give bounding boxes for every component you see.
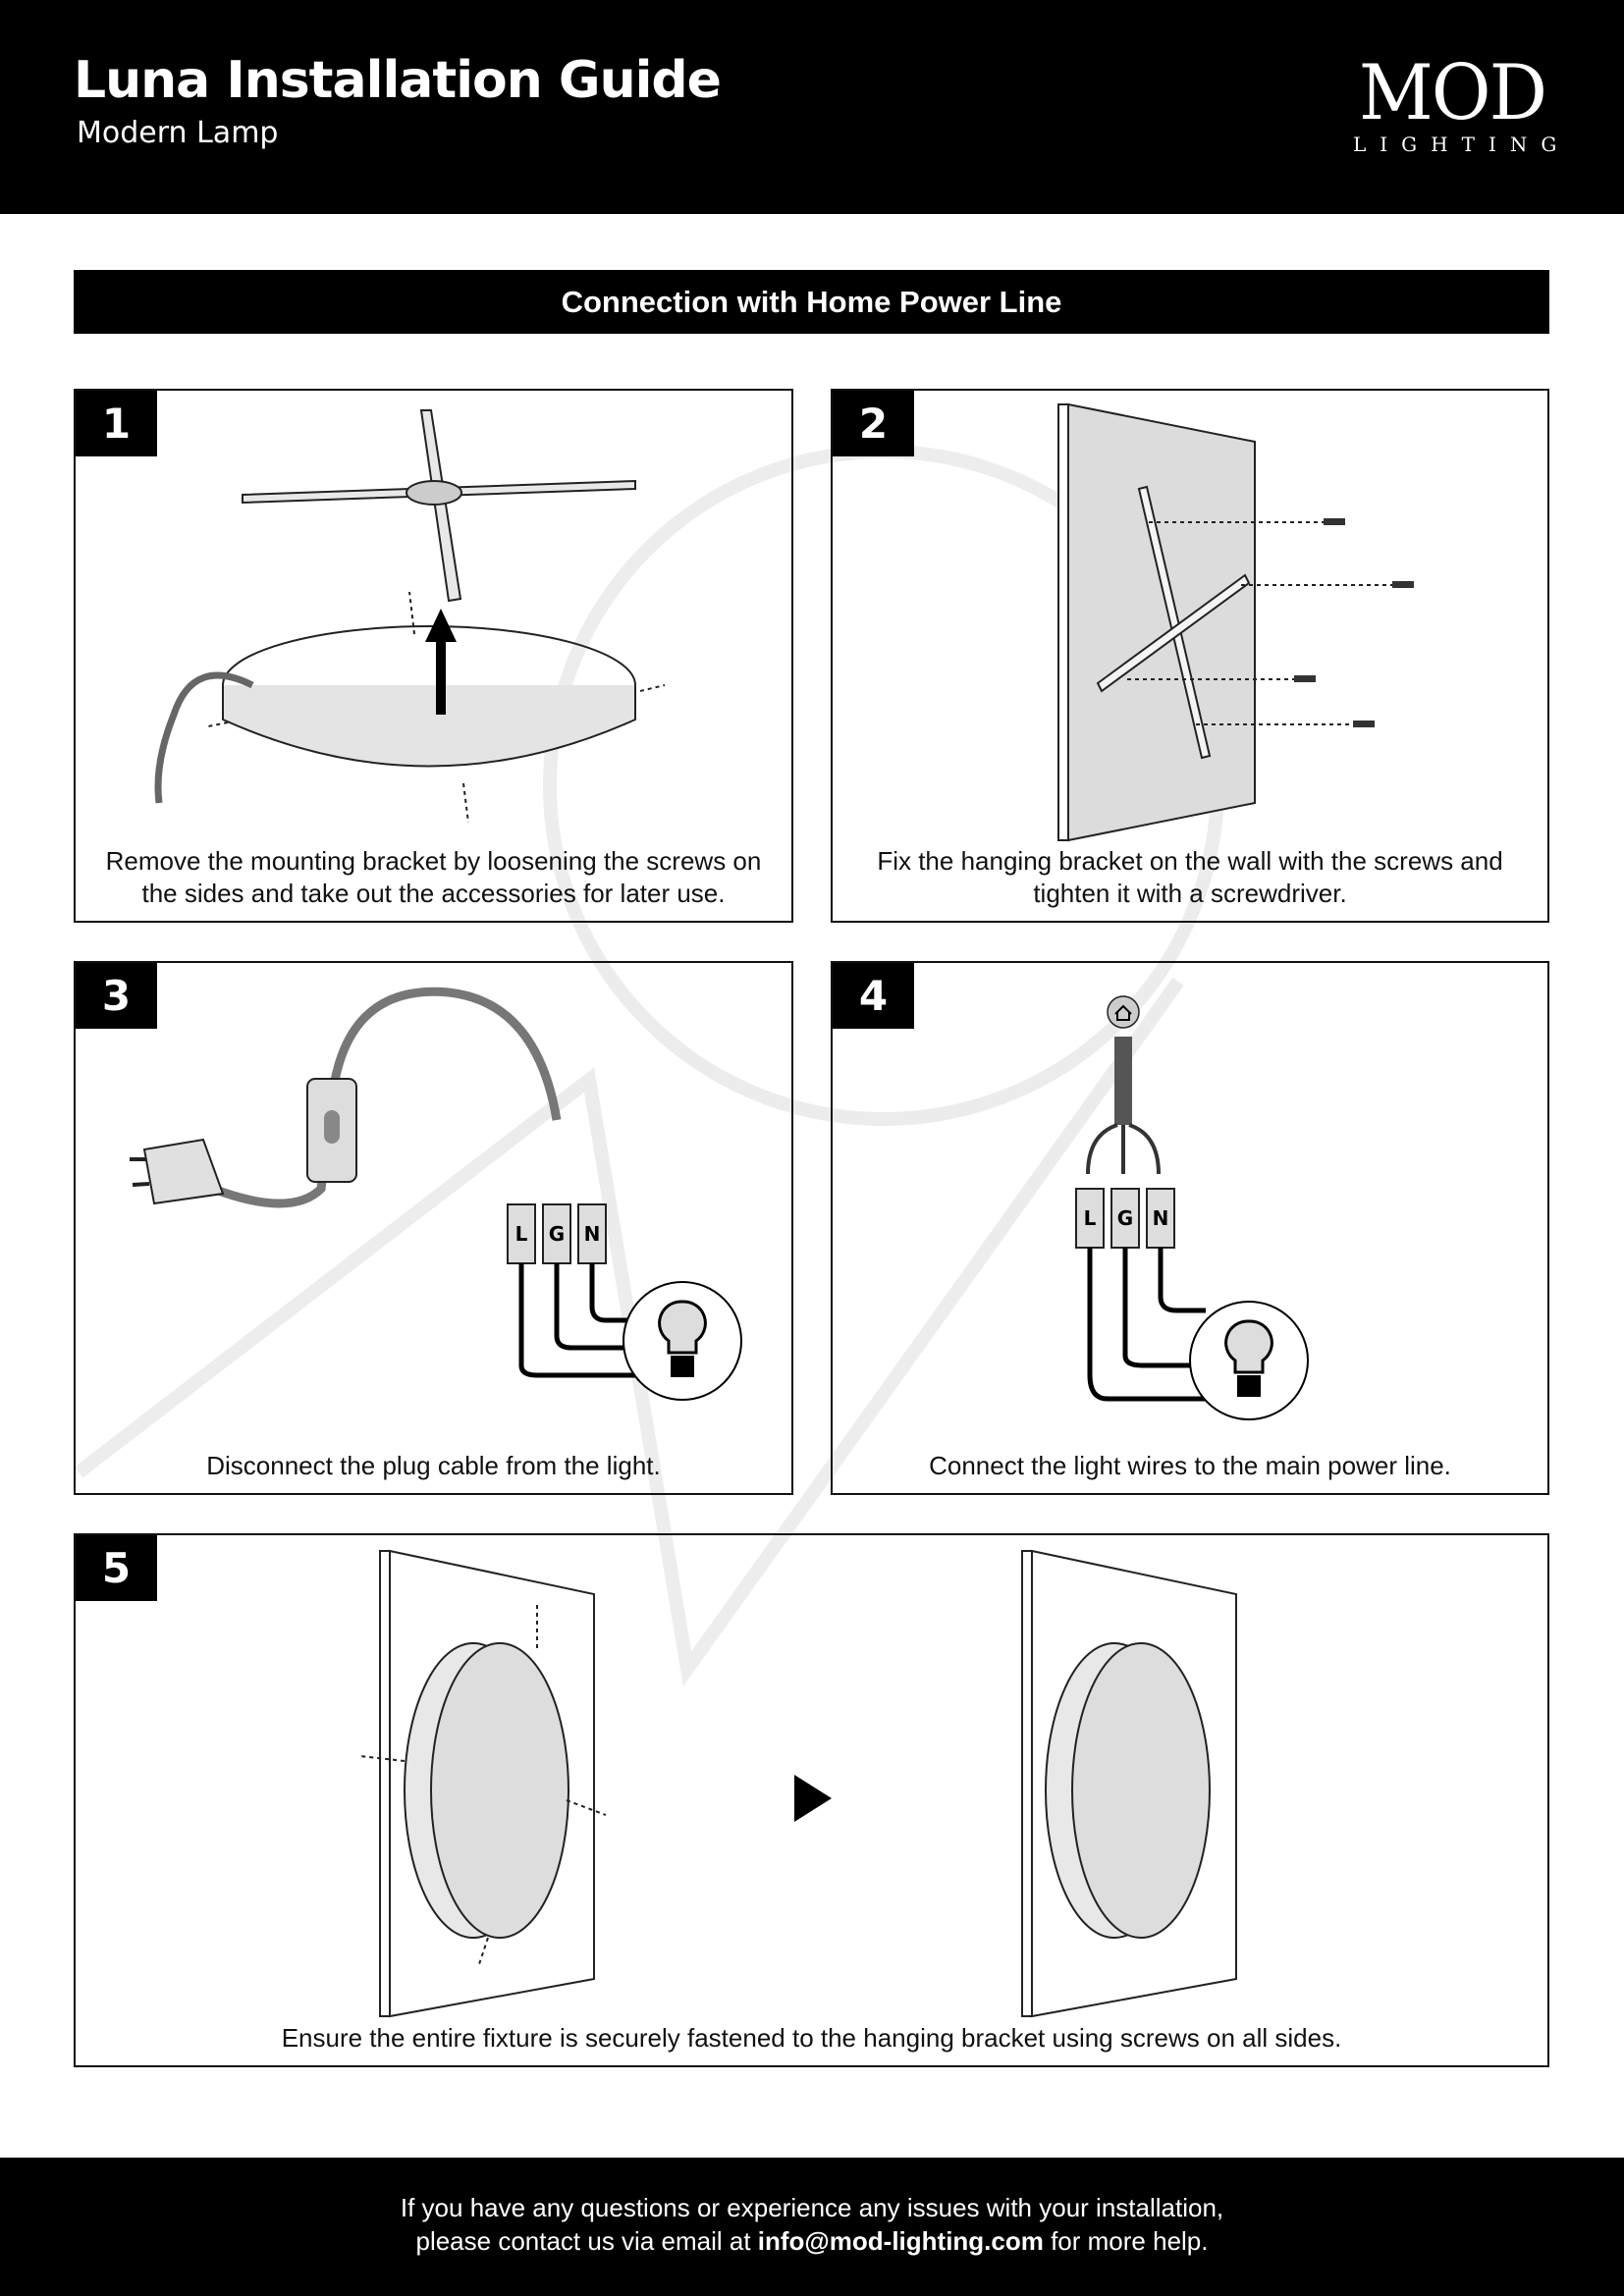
- brand-logo: MOD LIGHTING: [1343, 54, 1561, 156]
- terminal-g: G: [1117, 1206, 1133, 1230]
- step-caption: Ensure the entire fixture is securely fa…: [281, 2023, 1342, 2053]
- wiring-illustration: L G N: [1075, 995, 1309, 1420]
- section-title: Connection with Home Power Line: [74, 270, 1549, 334]
- step-5-panel: 5 Ensure the entire fixture is securely …: [74, 1533, 1549, 2067]
- step-2-panel: 2 Fix the hanging bracket on the wall wi…: [831, 389, 1549, 923]
- bracket-removal-illustration: [154, 409, 666, 824]
- home-icon: [1107, 995, 1140, 1029]
- step-number: 2: [833, 391, 914, 456]
- step-3-panel: L G N 3 Disconnect the plug cable from t…: [74, 961, 793, 1495]
- step-number: 3: [76, 963, 157, 1029]
- footer-line-2-prefix: please contact us via email at: [415, 2226, 758, 2256]
- support-email-link[interactable]: info@mod-lighting.com: [757, 2226, 1044, 2256]
- step-caption: Fix the hanging bracket on the wall with…: [877, 846, 1503, 908]
- step-1-panel: 1 Remove the mounting bracket by looseni…: [74, 389, 793, 923]
- page-subtitle: Modern Lamp: [77, 116, 279, 150]
- step-number: 4: [833, 963, 914, 1029]
- step-number: 5: [76, 1535, 157, 1601]
- unplug-illustration: L G N: [130, 987, 742, 1401]
- footer: If you have any questions or experience …: [0, 2158, 1624, 2296]
- header: Luna Installation Guide Modern Lamp MOD …: [0, 0, 1624, 214]
- step-4-panel: L G N 4 Connect the light wires to the m…: [831, 961, 1549, 1495]
- step-caption: Connect the light wires to the main powe…: [929, 1451, 1451, 1480]
- terminal-l: L: [1084, 1206, 1097, 1230]
- page-title: Luna Installation Guide: [74, 51, 722, 110]
- logo-sub: LIGHTING: [1353, 133, 1571, 156]
- terminal-g: G: [549, 1222, 565, 1246]
- step-caption: Disconnect the plug cable from the light…: [206, 1451, 661, 1480]
- terminal-l: L: [515, 1222, 528, 1246]
- footer-line-2-suffix: for more help.: [1043, 2226, 1209, 2256]
- footer-line-1: If you have any questions or experience …: [400, 2193, 1224, 2222]
- footer-line-2: please contact us via email at info@mod-…: [0, 2224, 1624, 2258]
- logo-main: MOD: [1358, 49, 1547, 137]
- step-caption: Remove the mounting bracket by loosening…: [105, 846, 762, 908]
- wall-bracket-illustration: [1057, 402, 1414, 842]
- fixture-mount-illustration: [359, 1549, 1237, 2018]
- terminal-n: N: [1153, 1206, 1169, 1230]
- terminal-n: N: [584, 1222, 601, 1246]
- step-number: 1: [76, 391, 157, 456]
- arrow-right-icon: [794, 1775, 832, 1822]
